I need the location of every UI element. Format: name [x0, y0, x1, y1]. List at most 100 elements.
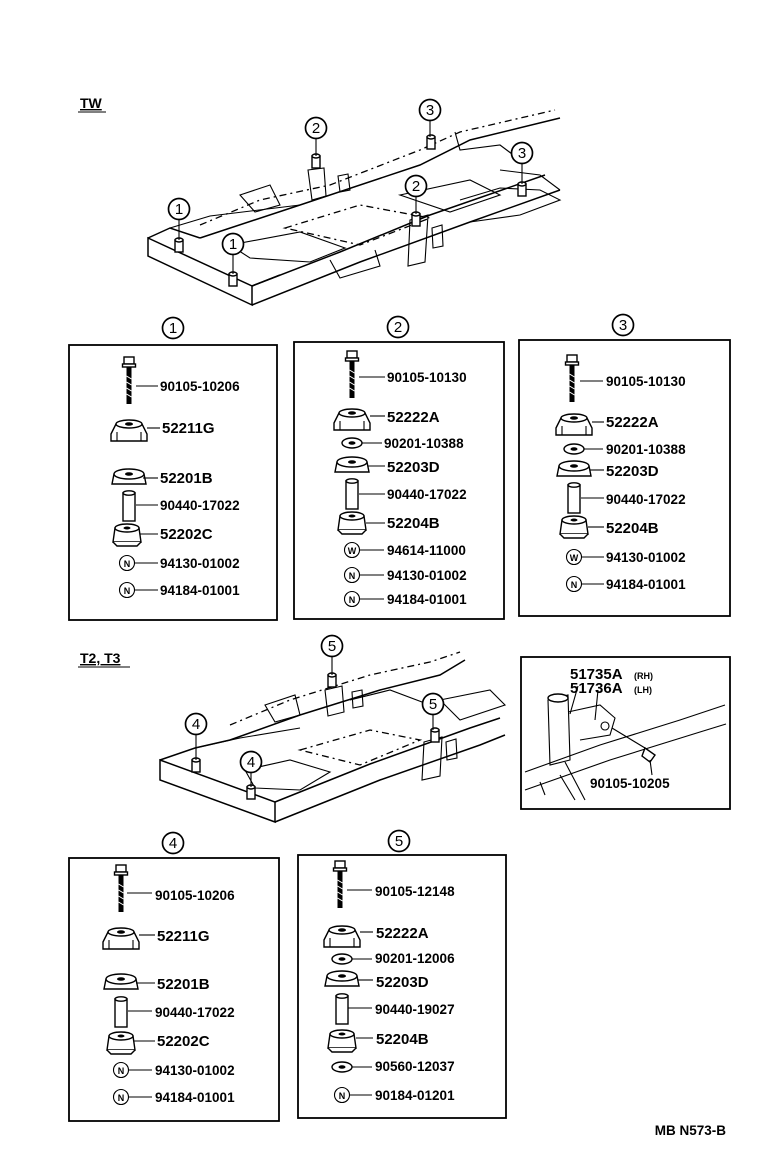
g1-part-1: 52211G [162, 420, 215, 437]
g1-part-5: 94130-01002 [160, 556, 240, 571]
g5-part-0: 90105-12148 [375, 884, 455, 899]
svg-text:N: N [118, 1066, 125, 1076]
svg-text:N: N [349, 571, 356, 581]
g5-part-5: 52204B [376, 1031, 429, 1048]
callout-1b: 1 [221, 232, 245, 256]
group-2-box [293, 341, 505, 620]
svg-text:5: 5 [328, 638, 336, 655]
svg-text:N: N [124, 586, 131, 596]
svg-text:2: 2 [394, 319, 402, 336]
g3-part-0: 90105-10130 [606, 374, 686, 389]
g3-part-4: 90440-17022 [606, 492, 686, 507]
g2-part-3: 52203D [387, 459, 440, 476]
g4-part-1: 52211G [157, 928, 210, 945]
callout-3a: 3 [418, 98, 442, 122]
frame-drawing-t2t3 [159, 651, 507, 824]
g3-part-7: 94184-01001 [606, 577, 686, 592]
detail-drawing [524, 685, 727, 801]
svg-text:4: 4 [247, 754, 255, 771]
svg-text:1: 1 [229, 236, 237, 253]
g2-part-6: 94614-11000 [387, 543, 466, 558]
group-3-box [518, 339, 731, 617]
svg-text:N: N [118, 1093, 125, 1103]
group-5-parts: N [323, 861, 373, 1104]
g4-part-3: 90440-17022 [155, 1005, 235, 1020]
svg-text:N: N [349, 595, 356, 605]
svg-text:4: 4 [169, 835, 177, 852]
g5-part-6: 90560-12037 [375, 1059, 455, 1074]
callout-4b: 4 [239, 750, 263, 774]
g3-part-2: 90201-10388 [606, 442, 686, 457]
callout-5a: 5 [320, 634, 344, 658]
g5-part-3: 52203D [376, 974, 429, 991]
g4-part-4: 52202C [157, 1033, 210, 1050]
svg-text:W: W [570, 553, 579, 563]
detail-side-rh: (RH) [634, 671, 653, 681]
g5-part-1: 52222A [376, 925, 429, 942]
group-3-parts: W N [555, 355, 604, 593]
group-4-parts: N N [102, 865, 155, 1106]
svg-text:N: N [339, 1091, 346, 1101]
detail-part-51735a: 51735A [570, 666, 623, 683]
g1-part-0: 90105-10206 [160, 379, 240, 394]
g1-part-2: 52201B [160, 470, 213, 487]
g2-part-0: 90105-10130 [387, 370, 467, 385]
g2-part-1: 52222A [387, 409, 440, 426]
group-2-parts: W N N [333, 351, 385, 608]
detail-box [520, 656, 731, 810]
g2-part-5: 52204B [387, 515, 440, 532]
callout-2b: 2 [404, 174, 428, 198]
svg-text:5: 5 [395, 833, 403, 850]
group-2-header: 2 [386, 315, 410, 339]
frame-drawing-tw [147, 109, 562, 307]
svg-text:3: 3 [426, 102, 434, 119]
g3-part-6: 94130-01002 [606, 550, 686, 565]
callout-1a: 1 [167, 197, 191, 221]
detail-bolt: 90105-10205 [590, 776, 670, 791]
svg-text:N: N [124, 559, 131, 569]
g4-part-6: 94184-01001 [155, 1090, 235, 1105]
svg-text:N: N [571, 580, 578, 590]
callout-4a: 4 [184, 712, 208, 736]
section-label-tw: TW [80, 95, 103, 111]
svg-text:3: 3 [619, 317, 627, 334]
callout-5b: 5 [421, 692, 445, 716]
g2-part-2: 90201-10388 [384, 436, 464, 451]
g3-part-1: 52222A [606, 414, 659, 431]
svg-text:2: 2 [412, 178, 420, 195]
svg-text:W: W [348, 546, 357, 556]
group-4-box [68, 857, 280, 1122]
g4-part-0: 90105-10206 [155, 888, 235, 903]
svg-text:2: 2 [312, 120, 320, 137]
detail-part-51736a: 51736A [570, 680, 623, 697]
group-1-parts: N N [110, 357, 160, 599]
svg-text:1: 1 [169, 320, 177, 337]
g5-part-2: 90201-12006 [375, 951, 455, 966]
g2-part-7: 94130-01002 [387, 568, 467, 583]
g3-part-3: 52203D [606, 463, 659, 480]
group-5-box [297, 854, 507, 1119]
g1-part-3: 90440-17022 [160, 498, 240, 513]
detail-side-lh: (LH) [634, 685, 652, 695]
g2-part-8: 94184-01001 [387, 592, 467, 607]
group-1-header: 1 [161, 316, 185, 340]
g3-part-5: 52204B [606, 520, 659, 537]
group-4-header: 4 [161, 831, 185, 855]
g5-part-4: 90440-19027 [375, 1002, 455, 1017]
drawing-code: MB N573-B [655, 1123, 727, 1138]
svg-text:3: 3 [518, 145, 526, 162]
svg-text:4: 4 [192, 716, 200, 733]
g1-part-6: 94184-01001 [160, 583, 240, 598]
group-5-header: 5 [387, 829, 411, 853]
svg-text:5: 5 [429, 696, 437, 713]
g4-part-2: 52201B [157, 976, 210, 993]
callout-2a: 2 [304, 116, 328, 140]
g2-part-4: 90440-17022 [387, 487, 467, 502]
svg-text:1: 1 [175, 201, 183, 218]
g1-part-4: 52202C [160, 526, 213, 543]
group-1-box [68, 344, 278, 621]
g5-part-7: 90184-01201 [375, 1088, 455, 1103]
callout-3b: 3 [510, 141, 534, 165]
g4-part-5: 94130-01002 [155, 1063, 235, 1078]
